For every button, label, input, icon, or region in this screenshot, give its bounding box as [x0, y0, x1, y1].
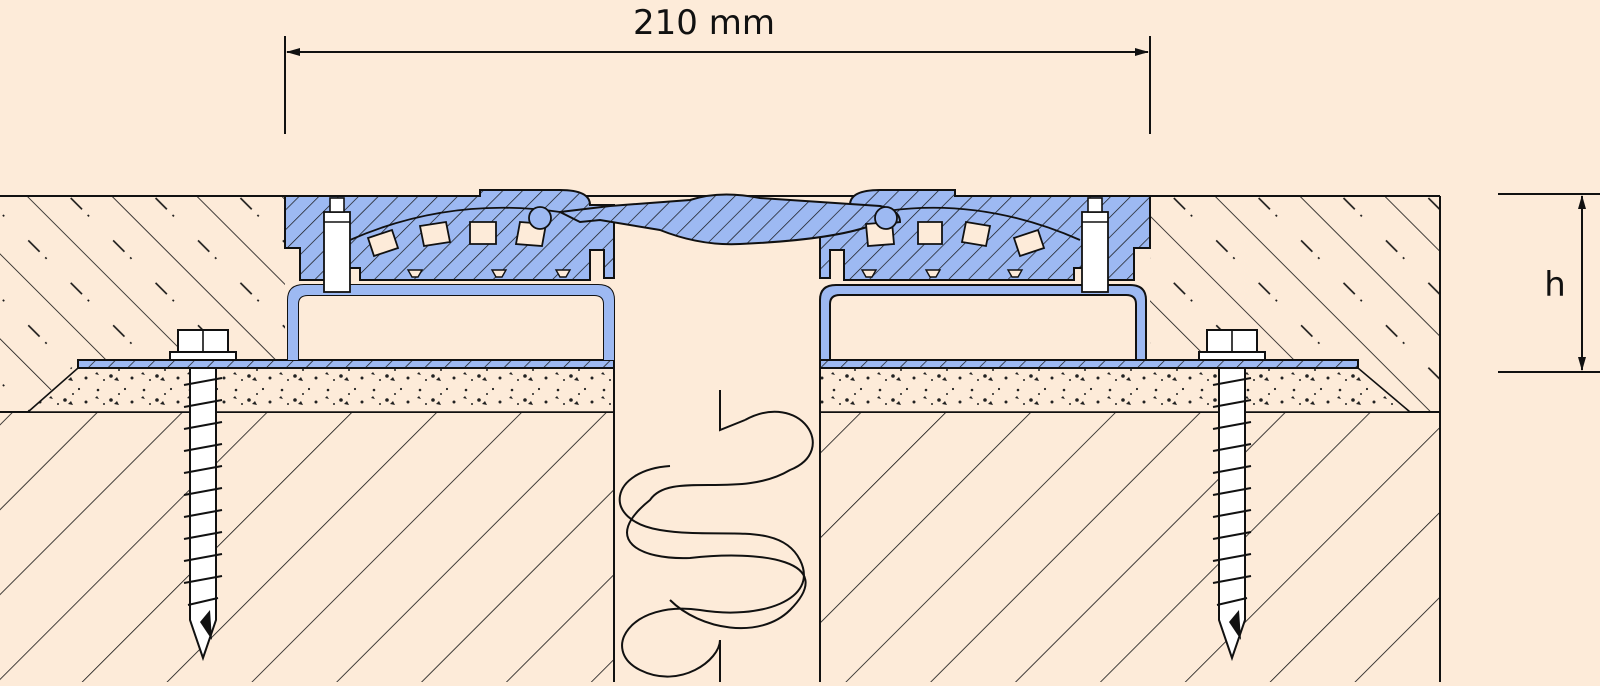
cover-profile: [284, 189, 1151, 281]
joint-gap: [613, 218, 821, 682]
mortar-bed: [25, 367, 1413, 413]
height-dimension: h: [1498, 193, 1600, 373]
base-plate-left: [77, 359, 615, 369]
channel-left: [287, 284, 615, 360]
channel-right: [819, 284, 1147, 361]
height-dimension-label: h: [1544, 265, 1566, 305]
width-dimension: 210 mm: [284, 3, 1151, 134]
anchor-screw-right: [1198, 329, 1266, 662]
locking-bolt-right: [1081, 197, 1109, 293]
locking-bolt-left: [323, 197, 351, 293]
concrete-substrate: [0, 196, 1441, 682]
width-dimension-label: 210 mm: [633, 3, 775, 43]
anchor-screw-left: [169, 329, 237, 662]
base-plate-right: [819, 359, 1359, 369]
insulation-filler: [618, 390, 814, 682]
